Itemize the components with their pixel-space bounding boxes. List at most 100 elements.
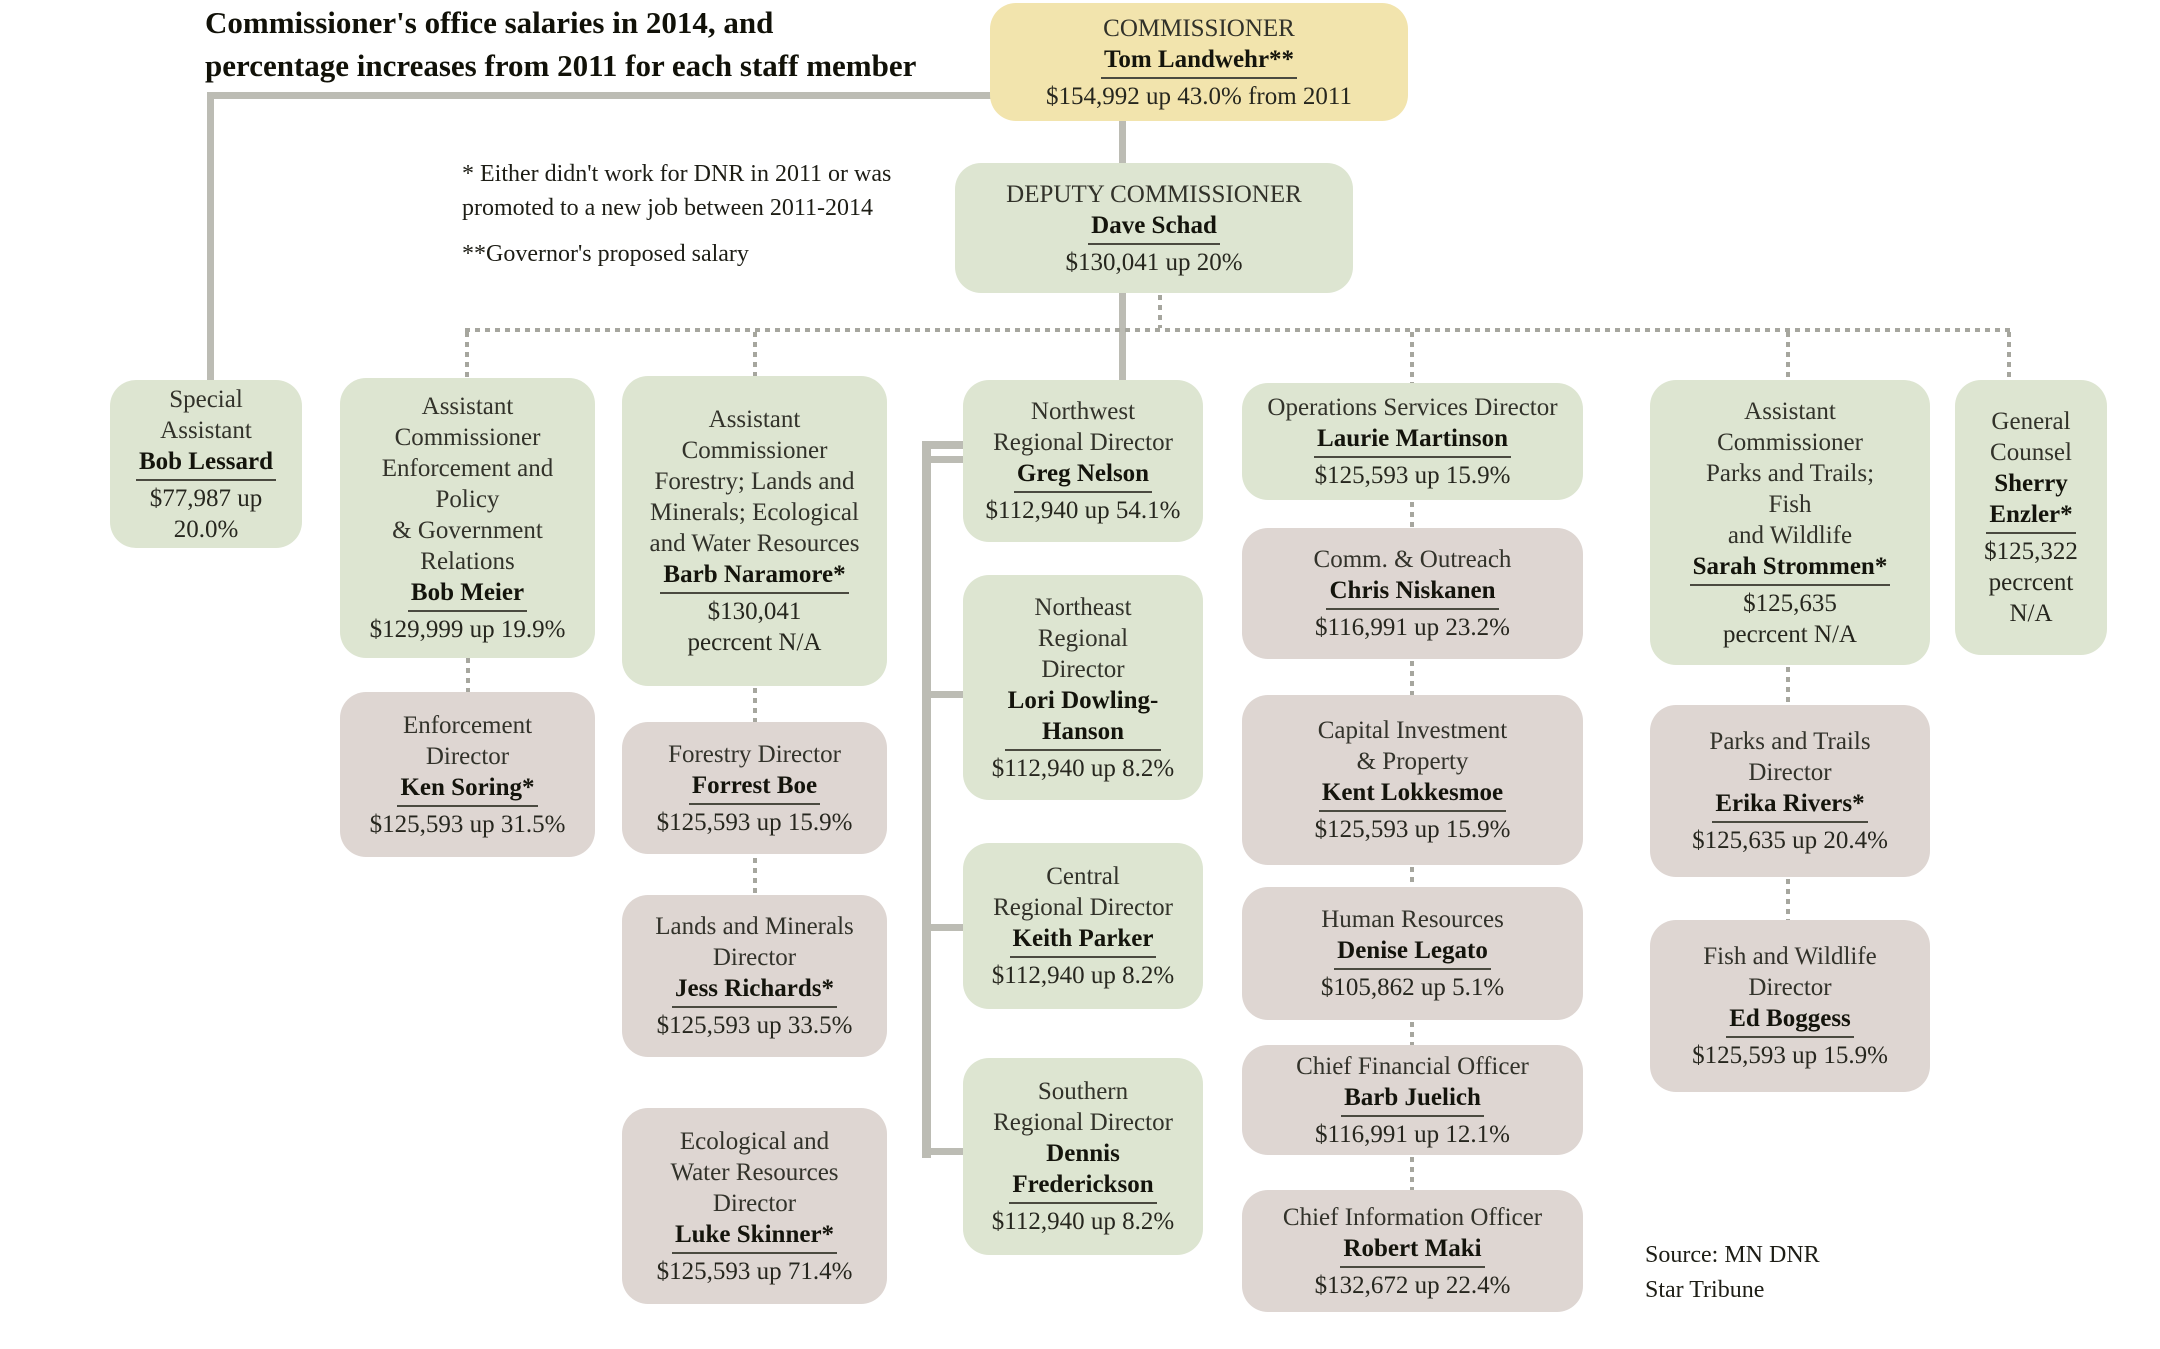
dotted-connector-line	[1786, 667, 1790, 705]
dotted-connector-line	[465, 328, 2011, 332]
node-name: Lori Dowling- Hanson	[1004, 685, 1162, 751]
solid-connector-line	[922, 456, 967, 463]
node-name: Tom Landwehr**	[1100, 44, 1298, 79]
node-title: Southern Regional Director	[993, 1078, 1173, 1136]
node-title: Enforcement Director	[402, 711, 533, 770]
node-name: Ed Boggess	[1726, 1003, 1854, 1038]
node-name: Denise Legato	[1334, 935, 1491, 970]
solid-connector-line	[1119, 121, 1126, 165]
node-title: Parks and Trails Director	[1709, 728, 1871, 786]
node-title: Assistant Commissioner Forestry; Lands a…	[649, 406, 860, 557]
node-salary: $112,940 up 8.2%	[991, 962, 1175, 989]
dotted-connector-line	[465, 332, 469, 378]
node-salary: $77,987 up 20.0%	[149, 484, 263, 543]
node-name: Luke Skinner*	[671, 1219, 838, 1254]
dotted-connector-line	[753, 688, 757, 722]
node-title: Special Assistant	[160, 385, 252, 444]
node-title: Central Regional Director	[993, 863, 1173, 921]
node-title: Ecological and Water Resources Director	[670, 1127, 839, 1217]
node-title: Chief Financial Officer	[1296, 1052, 1529, 1080]
dotted-connector-line	[1786, 879, 1790, 920]
node-salary: $130,041 up 20%	[1065, 248, 1243, 276]
node-salary: $116,991 up 23.2%	[1315, 614, 1510, 641]
node-salary: $125,593 up 15.9%	[1314, 462, 1511, 489]
node-salary: $125,635 pecrcent N/A	[1723, 589, 1857, 648]
node-title: Comm. & Outreach	[1313, 546, 1512, 573]
solid-connector-line	[922, 441, 931, 1158]
dotted-connector-line	[1410, 867, 1414, 887]
node-name: Forrest Boe	[688, 770, 821, 805]
node-name: Ken Soring*	[397, 772, 538, 807]
solid-connector-line	[922, 924, 967, 931]
node-name: Barb Juelich	[1341, 1082, 1484, 1117]
node-salary: $132,672 up 22.4%	[1314, 1271, 1511, 1299]
node-title: Human Resources	[1321, 906, 1504, 933]
node-name: Keith Parker	[1009, 923, 1157, 958]
node-salary: $154,992 up 43.0% from 2011	[1046, 82, 1352, 110]
dotted-connector-line	[1410, 1157, 1414, 1190]
node-salary: $125,322 pecrcent N/A	[1984, 538, 2078, 627]
node-title: Chief Information Officer	[1282, 1203, 1543, 1231]
node-name: Barb Naramore*	[660, 559, 849, 594]
node-salary: $125,593 up 31.5%	[369, 810, 566, 838]
node-salary: $125,593 up 15.9%	[1314, 816, 1511, 843]
node-salary: $125,593 up 15.9%	[656, 808, 853, 836]
dotted-connector-line	[466, 658, 470, 692]
node-salary: $129,999 up 19.9%	[369, 616, 566, 643]
node-salary: $112,940 up 8.2%	[991, 1208, 1175, 1235]
solid-connector-line	[207, 92, 997, 99]
node-name: Greg Nelson	[1013, 458, 1153, 493]
dotted-connector-line	[1410, 661, 1414, 695]
dotted-connector-line	[2007, 332, 2011, 380]
node-name: Laurie Martinson	[1314, 423, 1511, 458]
dotted-connector-line	[1158, 295, 1162, 328]
node-title: Forestry Director	[668, 740, 841, 768]
node-title: Fish and Wildlife Director	[1703, 943, 1877, 1001]
solid-connector-line	[207, 92, 214, 384]
node-title: COMMISSIONER	[1103, 14, 1295, 42]
node-salary: $125,593 up 15.9%	[1692, 1042, 1888, 1069]
node-salary: $116,991 up 12.1%	[1315, 1120, 1510, 1148]
node-name: Kent Lokkesmoe	[1318, 777, 1507, 812]
dotted-connector-line	[1410, 1022, 1414, 1045]
footnote-double-asterisk: **Governor's proposed salary	[462, 241, 749, 267]
dotted-connector-line	[753, 332, 757, 376]
node-salary: $125,635 up 20.4%	[1692, 827, 1888, 854]
node-salary: $112,940 up 8.2%	[991, 754, 1175, 782]
node-salary: $112,940 up 54.1%	[985, 497, 1181, 524]
node-title: DEPUTY COMMISSIONER	[1006, 180, 1302, 208]
org-node-asst-comm-forestry: Assistant Commissioner Forestry; Lands a…	[622, 376, 887, 686]
node-title: Assistant Commissioner Parks and Trails;…	[1705, 397, 1875, 549]
node-salary: $125,593 up 71.4%	[656, 1257, 853, 1285]
node-name: Dennis Frederickson	[1009, 1138, 1157, 1204]
dotted-connector-line	[1786, 332, 1790, 380]
node-salary: $125,593 up 33.5%	[656, 1012, 853, 1039]
node-name: Jess Richards*	[671, 973, 838, 1008]
node-name: Sarah Strommen*	[1689, 551, 1891, 586]
footnote-asterisk: * Either didn't work for DNR in 2011 or …	[462, 161, 892, 221]
node-name: Chris Niskanen	[1326, 575, 1499, 610]
node-title: Operations Services Director	[1267, 394, 1558, 421]
node-title: General Counsel	[1990, 408, 2072, 466]
dotted-connector-line	[753, 858, 757, 895]
node-name: Dave Schad	[1088, 210, 1220, 245]
node-name: Erika Rivers*	[1712, 788, 1868, 823]
node-salary: $130,041 pecrcent N/A	[687, 598, 822, 656]
